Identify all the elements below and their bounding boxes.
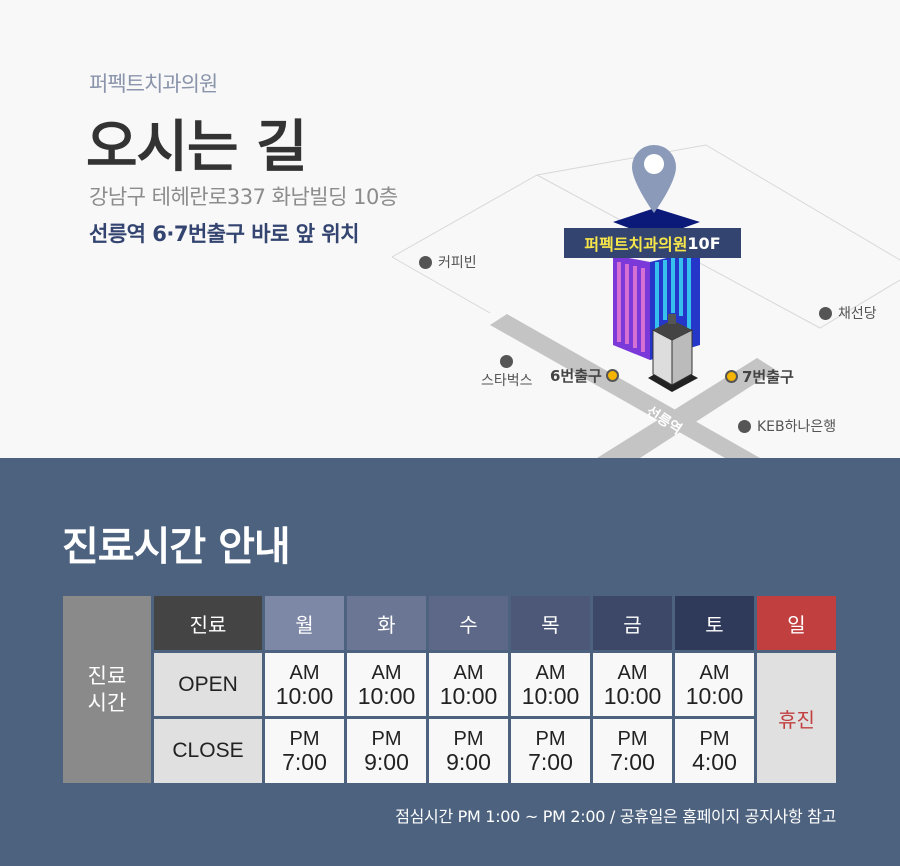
day-header-thu: 목 [511,596,590,650]
day-header-fri: 금 [593,596,672,650]
clinic-map-label-floor: 10F [687,233,721,253]
lunch-footnote: 점심시간 PM 1:00 ~ PM 2:00 / 공휴일은 홈페이지 공지사항 … [395,807,836,826]
location-pin-icon [632,145,676,213]
clinic-map-label-name: 퍼펙트치과의원 [584,235,688,254]
poi-chaeseondang: 채선당 [819,303,877,323]
day-header-tue: 화 [347,596,426,650]
poi-starbucks: 스타벅스 [481,355,533,390]
exit-dot-icon [605,369,619,382]
exit-7: 7번출구 [725,366,794,387]
close-row-label: CLOSE [154,719,262,783]
day-header-sat: 토 [675,596,754,650]
clinic-name: 퍼펙트치과의원 [89,72,218,96]
station-info: 선릉역 6·7번출구 바로 앞 위치 [89,222,359,246]
poi-coffeebean: 커피빈 [419,252,477,272]
poi-dot-icon [419,255,432,269]
map-block-outline [391,144,900,261]
poi-dot-icon [500,355,514,368]
road-cross [597,358,776,458]
poi-dot-icon [819,306,832,320]
address: 강남구 테헤란로337 화남빌딩 10층 [89,185,398,209]
map-illustration [391,144,900,458]
directions-section: 퍼펙트치과의원 오시는 길 강남구 테헤란로337 화남빌딩 10층 선릉역 6… [86,72,900,458]
exit-6: 6번출구 [550,365,619,386]
hours-title: 진료시간 안내 [62,524,291,570]
poi-dot-icon [738,419,751,433]
hours-row-group-label: 진료 시간 [63,596,151,783]
sunday-closed: 휴진 [757,653,836,783]
page-title: 오시는 길 [86,115,308,180]
day-header-mon: 월 [265,596,344,650]
hours-section: 진료시간 안내 진료 시간 진료 월 화 수 목 금 토 일 OPEN CLOS… [0,458,900,866]
building-left-face [613,255,650,360]
header-label: 진료 [154,596,262,650]
open-row-label: OPEN [154,653,262,716]
exit-dot-icon [725,370,738,383]
day-header-sun: 일 [757,596,836,650]
poi-keb-hana-bank: KEB하나은행 [738,416,836,436]
day-header-wed: 수 [429,596,508,650]
